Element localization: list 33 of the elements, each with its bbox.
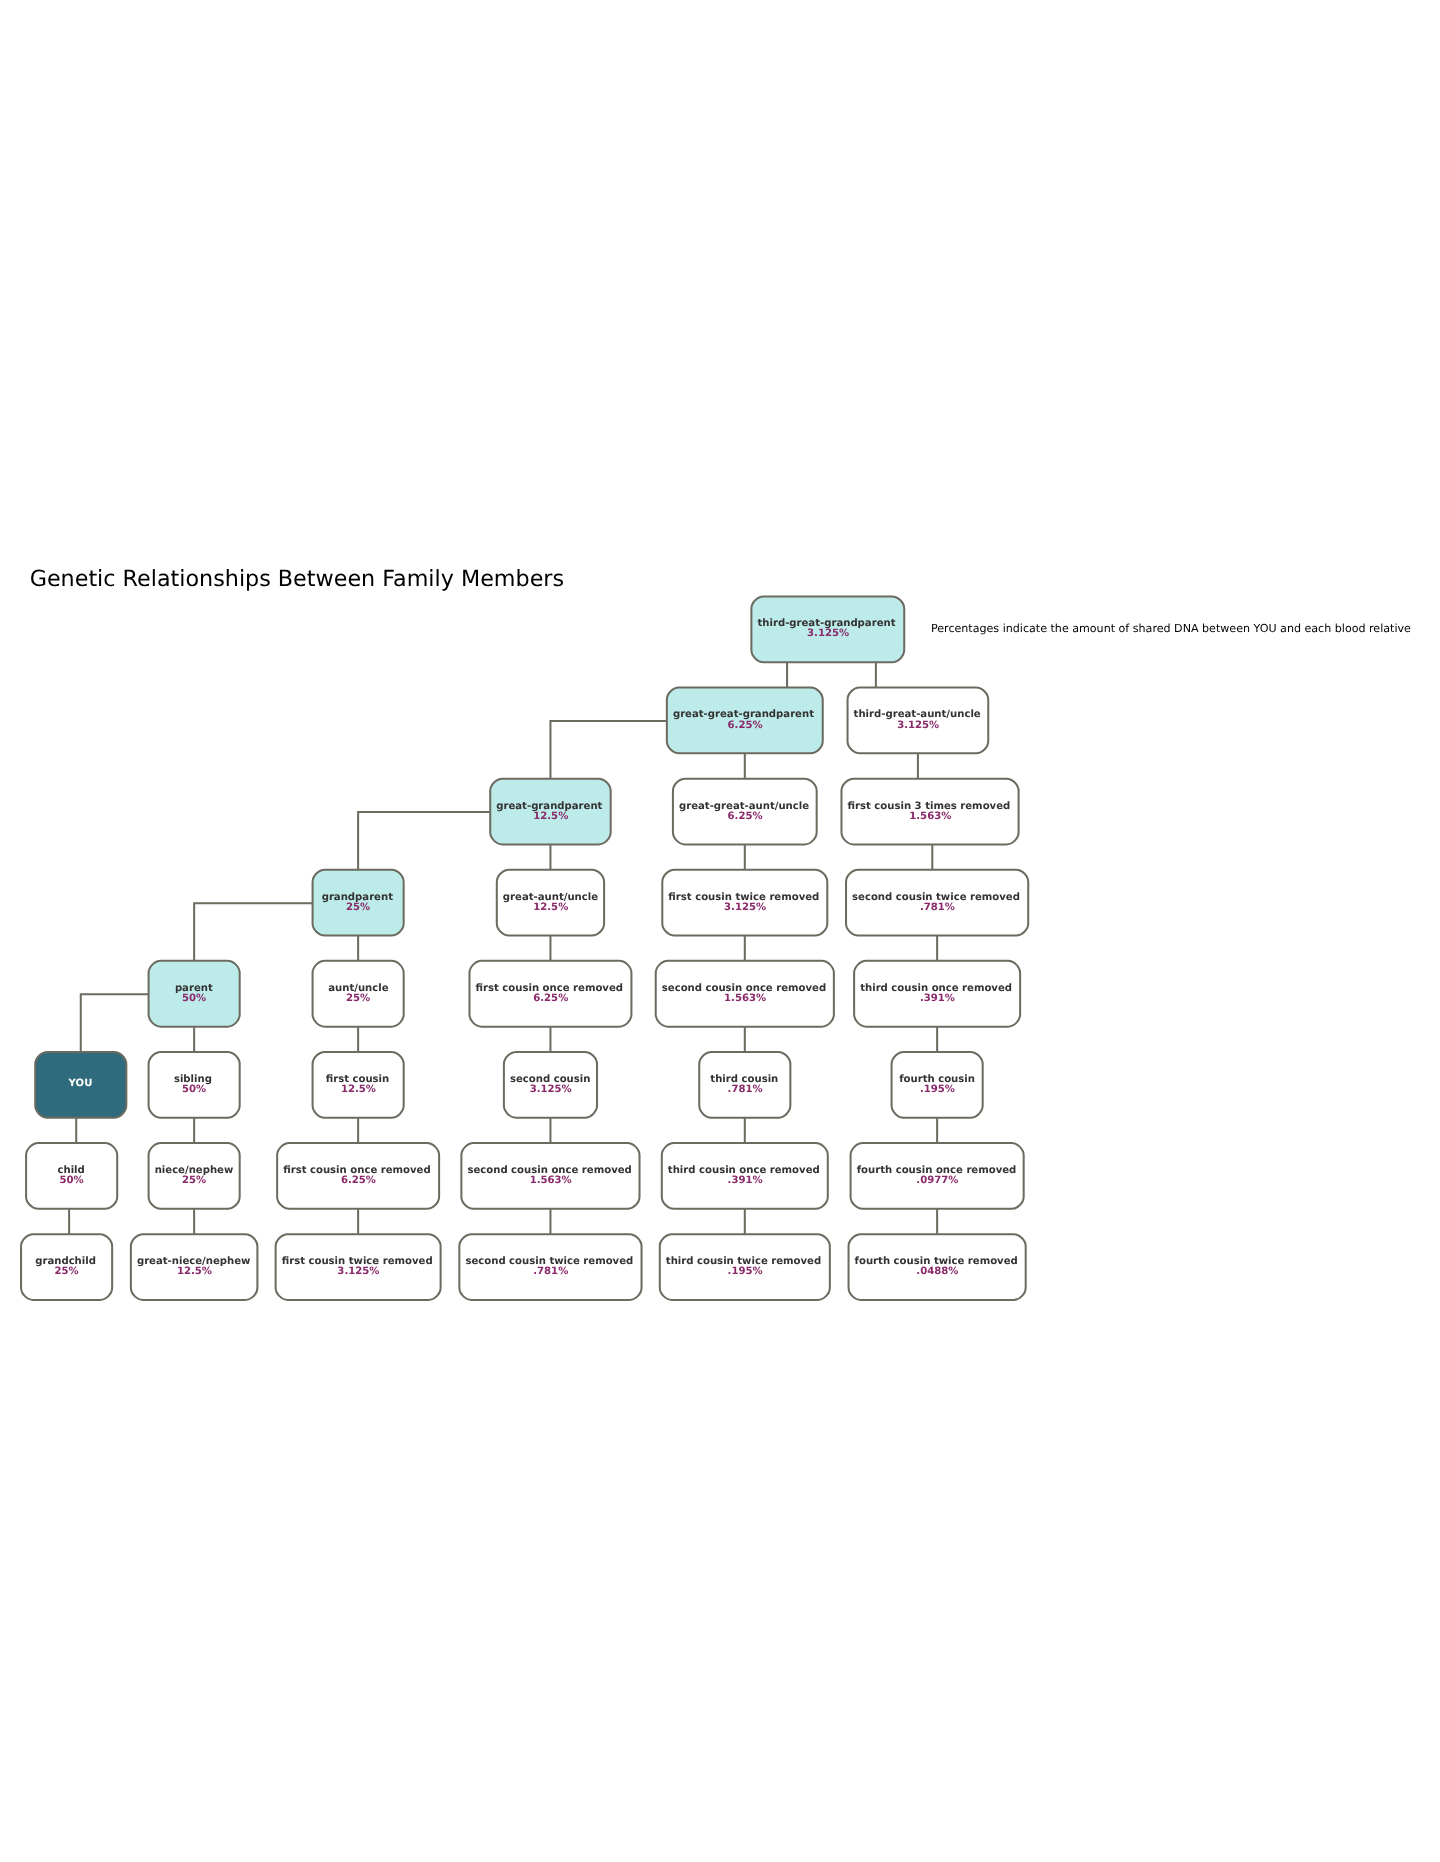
connector (916, 752, 919, 778)
connector (79, 992, 149, 1051)
connector (743, 843, 746, 869)
connector (936, 934, 939, 960)
diagram-title: Genetic Relationships Between Family Members (29, 564, 565, 591)
connector (75, 1117, 78, 1142)
connector (549, 718, 667, 778)
connector (549, 1117, 552, 1142)
connector (193, 1208, 196, 1234)
connector (549, 1208, 552, 1234)
connector (357, 1117, 360, 1142)
connector (549, 843, 552, 869)
connector (786, 661, 789, 687)
connector (936, 1025, 939, 1051)
connector (549, 1025, 552, 1051)
connector (874, 661, 877, 687)
connector (68, 1208, 71, 1234)
connector (357, 1025, 360, 1051)
connector (193, 1117, 196, 1142)
connector (193, 1025, 196, 1051)
connector (743, 1025, 746, 1051)
connector (743, 1208, 746, 1234)
connector (743, 752, 746, 778)
connector (549, 934, 552, 960)
connector (931, 843, 934, 869)
connector (936, 1208, 939, 1234)
connector (357, 810, 491, 869)
connector (357, 934, 360, 960)
connector (743, 1117, 746, 1142)
connector (357, 1208, 360, 1234)
connector (936, 1117, 939, 1142)
connector (193, 901, 313, 960)
connector (743, 934, 746, 960)
